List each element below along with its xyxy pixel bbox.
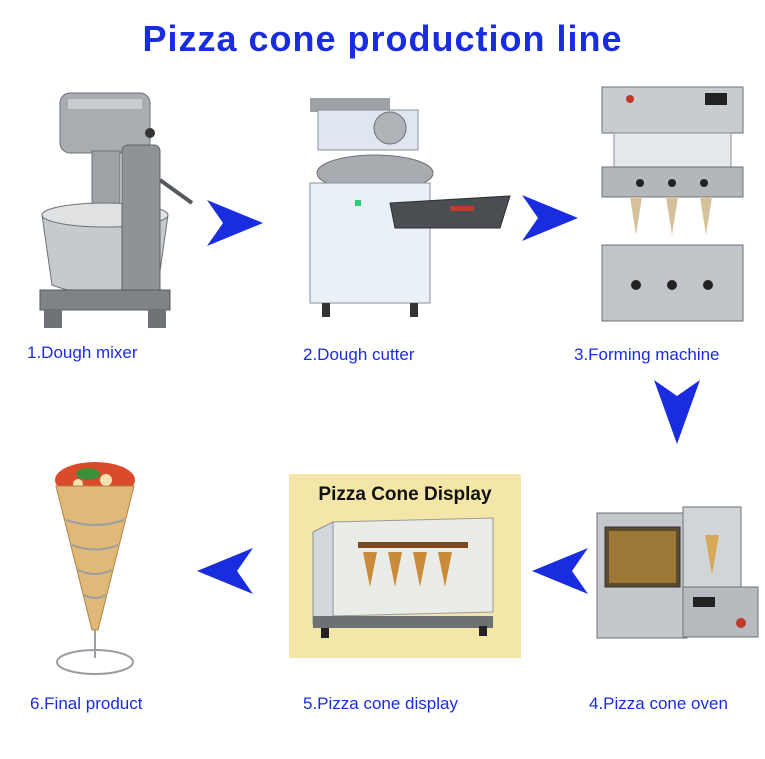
arrow-left-icon [197,548,253,594]
pizza-cone-display-image [312,517,494,638]
arrow-right-icon [207,200,263,246]
pizza-cone-oven-image [596,506,759,639]
step-label-dough-cutter: 2.Dough cutter [303,345,415,364]
step-label-pizza-cone-display: 5.Pizza cone display [303,694,458,713]
forming-machine-image [601,86,744,322]
display-card-title: Pizza Cone Display [318,484,492,505]
step-label-final-product: 6.Final product [30,694,143,713]
arrow-left-icon [532,548,588,594]
pizza-cone-display-card: Pizza Cone Display [289,474,521,658]
step-label-forming-machine: 3.Forming machine [574,345,720,364]
dough-cutter-image [309,98,511,317]
arrow-down-icon [654,380,700,444]
diagram-title: Pizza cone production line [142,18,623,59]
arrow-right-icon [522,195,578,241]
step-label-pizza-cone-oven: 4.Pizza cone oven [589,694,728,713]
dough-mixer-image [39,92,194,328]
final-product-image [55,462,135,675]
step-label-dough-mixer: 1.Dough mixer [27,343,138,362]
